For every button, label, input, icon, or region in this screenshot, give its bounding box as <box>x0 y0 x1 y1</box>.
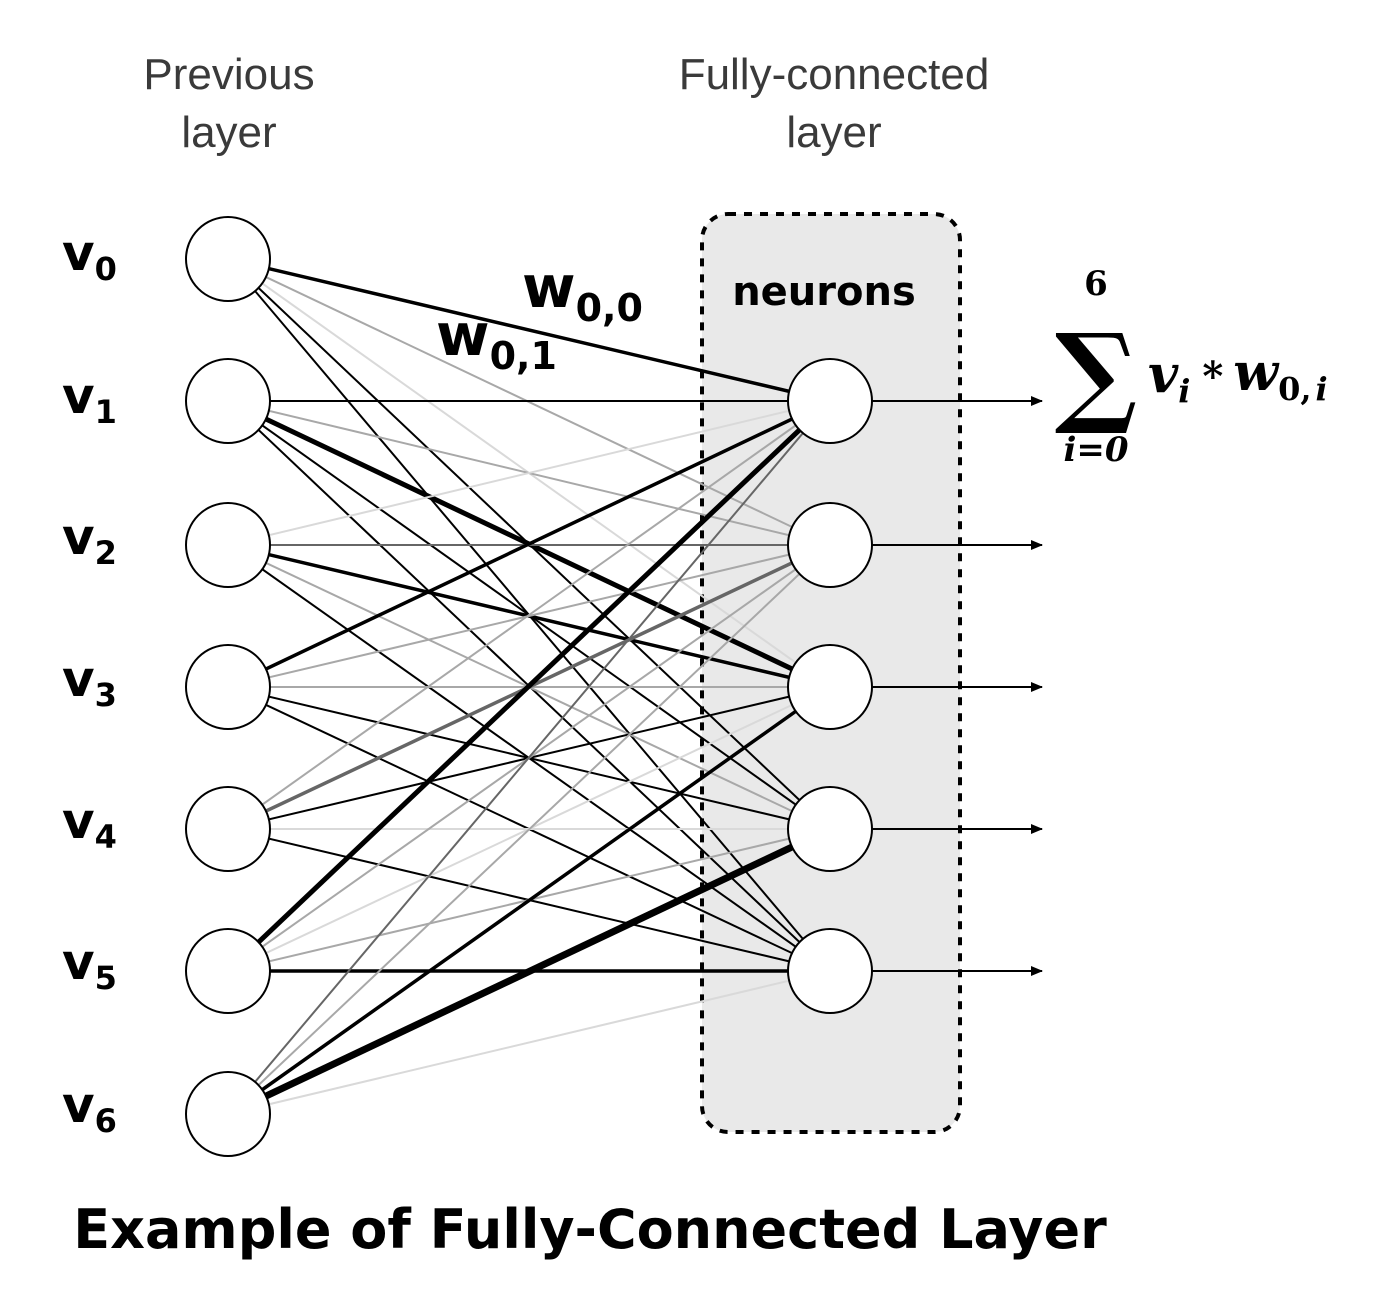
connection-v6-n4 <box>227 970 831 1115</box>
connection-v3-n0 <box>227 399 831 689</box>
sigma-symbol: ∑ <box>1055 309 1138 438</box>
weight-label-w00: w0,0 <box>522 253 643 330</box>
input-label-v6: v6 <box>62 1076 117 1140</box>
input-labels: v0 v1 v2 v3 v4 v5 v6 <box>62 224 117 1140</box>
output-neuron-4 <box>787 928 873 1014</box>
diagram-caption: Example of Fully-Connected Layer <box>73 1198 1107 1261</box>
output-neuron-2 <box>787 644 873 730</box>
output-neuron-1 <box>787 502 873 588</box>
output-arrows <box>872 396 1043 976</box>
previous-layer-title-line2: layer <box>181 108 276 157</box>
connection-v0-n0 <box>227 257 831 403</box>
summation-formula: 6 ∑ i=0 vi*w0,i <box>1055 264 1328 470</box>
input-node-v6 <box>185 1071 271 1157</box>
fc-layer-title-line1: Fully-connected <box>679 50 990 99</box>
output-layer <box>787 358 873 1014</box>
input-node-v0 <box>185 216 271 302</box>
connection-v6-n1 <box>227 544 831 1115</box>
connection-v4-n0 <box>227 400 831 830</box>
output-neuron-0 <box>787 358 873 444</box>
input-label-v3: v3 <box>62 650 117 714</box>
weight-label-w01: w0,1 <box>436 301 557 378</box>
sum-upper-limit: 6 <box>1084 264 1108 304</box>
connection-v2-n0 <box>227 400 831 546</box>
input-label-v1: v1 <box>62 367 117 431</box>
connection-v5-n0 <box>226 399 832 973</box>
input-node-v3 <box>185 644 271 730</box>
input-label-v2: v2 <box>62 508 117 572</box>
connection-v6-n3 <box>226 825 832 1118</box>
input-node-v1 <box>185 358 271 444</box>
connection-v6-n0 <box>227 400 831 1115</box>
input-node-v4 <box>185 786 271 872</box>
input-label-v0: v0 <box>62 224 117 288</box>
connections <box>226 257 832 1118</box>
output-neuron-3 <box>787 786 873 872</box>
input-node-v2 <box>185 502 271 588</box>
input-label-v4: v4 <box>62 792 117 856</box>
input-layer <box>185 216 271 1157</box>
connection-v6-n2 <box>226 685 832 1116</box>
input-node-v5 <box>185 928 271 1014</box>
input-label-v5: v5 <box>62 933 117 997</box>
fc-layer-title-line2: layer <box>786 108 881 157</box>
neurons-label: neurons <box>732 269 916 315</box>
sum-expression: vi*w0,i <box>1148 342 1328 410</box>
sum-lower-limit: i=0 <box>1063 430 1128 470</box>
previous-layer-title-line1: Previous <box>143 50 314 99</box>
